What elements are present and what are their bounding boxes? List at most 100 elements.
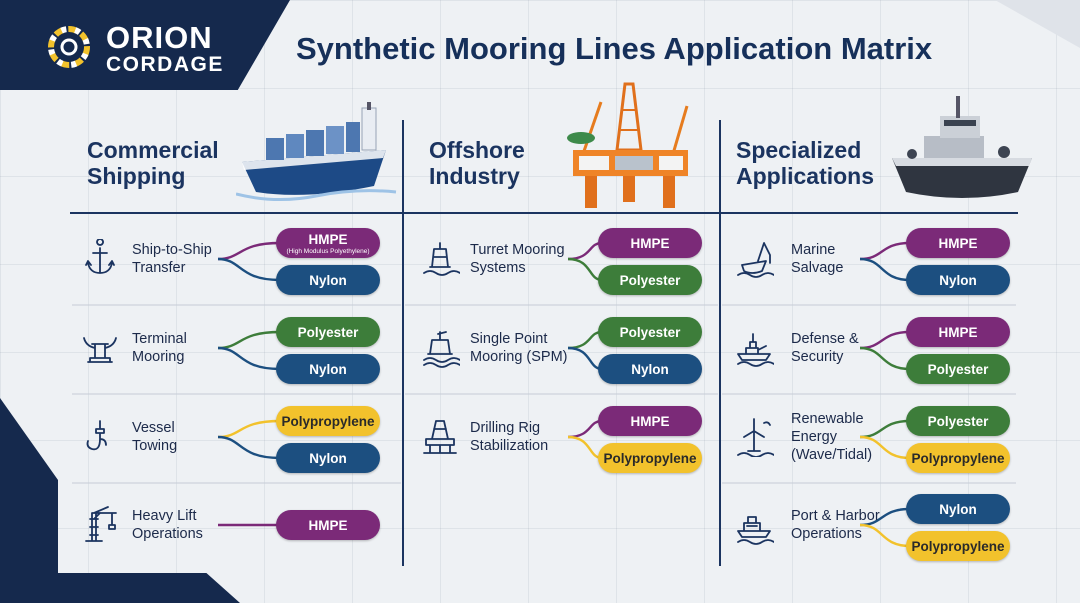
connector-line bbox=[217, 330, 281, 350]
material-name: Nylon bbox=[309, 361, 347, 377]
connector-line bbox=[859, 435, 911, 460]
spm-buoy-icon bbox=[420, 328, 461, 368]
application-label-line: Security bbox=[791, 349, 844, 365]
material-name: Nylon bbox=[309, 450, 347, 466]
column-heading-line: Industry bbox=[429, 163, 520, 189]
connector-line bbox=[859, 330, 911, 350]
anchor-icon bbox=[80, 238, 120, 279]
application-label-line: Operations bbox=[132, 526, 203, 542]
material-name: HMPE bbox=[308, 231, 348, 247]
connector-line bbox=[859, 257, 911, 282]
material-pill-polypropylene: Polypropylene bbox=[276, 406, 380, 436]
material-pill-polypropylene: Polypropylene bbox=[598, 443, 702, 473]
application-label-line: Drilling Rig bbox=[470, 420, 541, 436]
corner-decoration bbox=[0, 573, 240, 603]
connector-line bbox=[217, 435, 281, 460]
application-label-line: Heavy Lift bbox=[132, 508, 197, 524]
material-name: Polyester bbox=[927, 361, 989, 377]
container-ship-icon bbox=[235, 100, 398, 206]
drilling-rig-icon bbox=[420, 417, 460, 457]
material-pill-hmpe: HMPE(High Modulus Polyethylene) bbox=[276, 228, 380, 258]
material-pill-hmpe: HMPE bbox=[276, 510, 380, 540]
connector-line bbox=[567, 257, 603, 282]
material-subtitle: (High Modulus Polyethylene) bbox=[286, 247, 370, 255]
rope-knot-logo-icon bbox=[44, 22, 94, 72]
application-label-line: Single Point bbox=[470, 331, 548, 347]
connector-line bbox=[567, 419, 603, 439]
material-pill-polyester: Polyester bbox=[598, 265, 702, 295]
material-name: Nylon bbox=[939, 501, 977, 517]
application-label-line: Energy bbox=[791, 429, 837, 445]
brand-name: ORION bbox=[106, 20, 213, 55]
column-heading-specialized: Specialized Applications bbox=[736, 137, 874, 189]
material-name: Nylon bbox=[631, 361, 669, 377]
material-name: Polyester bbox=[927, 413, 989, 429]
column-heading-line: Applications bbox=[736, 163, 875, 189]
material-name: HMPE bbox=[630, 413, 670, 429]
material-name: HMPE bbox=[630, 235, 670, 251]
material-pill-hmpe: HMPE bbox=[598, 406, 702, 436]
material-pill-polyester: Polyester bbox=[906, 354, 1010, 384]
salvage-crane-icon bbox=[734, 239, 775, 279]
application-label-line: Operations bbox=[791, 526, 862, 542]
material-pill-nylon: Nylon bbox=[276, 354, 380, 384]
material-pill-polyester: Polyester bbox=[906, 406, 1010, 436]
column-heading-line: Shipping bbox=[87, 163, 186, 189]
harbor-boat-icon bbox=[734, 505, 775, 545]
connector-line bbox=[217, 346, 281, 371]
crane-icon bbox=[80, 505, 120, 545]
application-label-line: Mooring bbox=[132, 349, 185, 365]
material-name: Nylon bbox=[309, 272, 347, 288]
application-label-line: Port & Harbor bbox=[791, 508, 880, 524]
tugboat-icon bbox=[888, 92, 1036, 210]
application-label-line: Towing bbox=[132, 438, 178, 454]
application-label-line: Stabilization bbox=[470, 438, 549, 454]
column-heading-commercial: Commercial Shipping bbox=[87, 137, 219, 189]
connector-line bbox=[567, 241, 603, 261]
connector-line bbox=[859, 241, 911, 261]
connector-line bbox=[567, 346, 603, 371]
material-name: HMPE bbox=[308, 517, 348, 533]
column-heading-offshore: Offshore Industry bbox=[429, 137, 525, 189]
application-label-line: Terminal bbox=[132, 331, 187, 347]
material-name: Polyester bbox=[619, 324, 681, 340]
material-name: HMPE bbox=[938, 235, 978, 251]
material-pill-nylon: Nylon bbox=[276, 265, 380, 295]
bollard-icon bbox=[80, 328, 120, 368]
connector-line bbox=[859, 346, 911, 371]
connector-line bbox=[567, 435, 603, 460]
brand-name-line2: CORDAGE bbox=[106, 53, 224, 76]
wind-turbine-icon bbox=[734, 417, 775, 458]
material-name: Polyester bbox=[297, 324, 359, 340]
material-pill-polypropylene: Polypropylene bbox=[906, 443, 1010, 473]
application-label: Defense &Security bbox=[791, 330, 859, 366]
application-label-line: Renewable bbox=[791, 411, 864, 427]
application-label-line: Turret Mooring bbox=[470, 242, 565, 258]
connector-line bbox=[217, 257, 281, 282]
application-label-line: (Wave/Tidal) bbox=[791, 447, 873, 463]
material-name: Polypropylene bbox=[911, 450, 1005, 466]
connector-line bbox=[859, 523, 911, 548]
oil-platform-icon bbox=[563, 80, 698, 212]
material-pill-nylon: Nylon bbox=[598, 354, 702, 384]
application-label-line: Vessel bbox=[132, 420, 175, 436]
material-pill-polyester: Polyester bbox=[276, 317, 380, 347]
material-name: Polypropylene bbox=[911, 538, 1005, 554]
material-pill-nylon: Nylon bbox=[906, 265, 1010, 295]
tow-hook-icon bbox=[80, 417, 120, 457]
application-label-line: Transfer bbox=[132, 260, 186, 276]
navy-ship-icon bbox=[734, 328, 775, 368]
application-label-line: Salvage bbox=[791, 260, 844, 276]
material-pill-nylon: Nylon bbox=[276, 443, 380, 473]
material-pill-polypropylene: Polypropylene bbox=[906, 531, 1010, 561]
application-label-line: Marine bbox=[791, 242, 836, 258]
